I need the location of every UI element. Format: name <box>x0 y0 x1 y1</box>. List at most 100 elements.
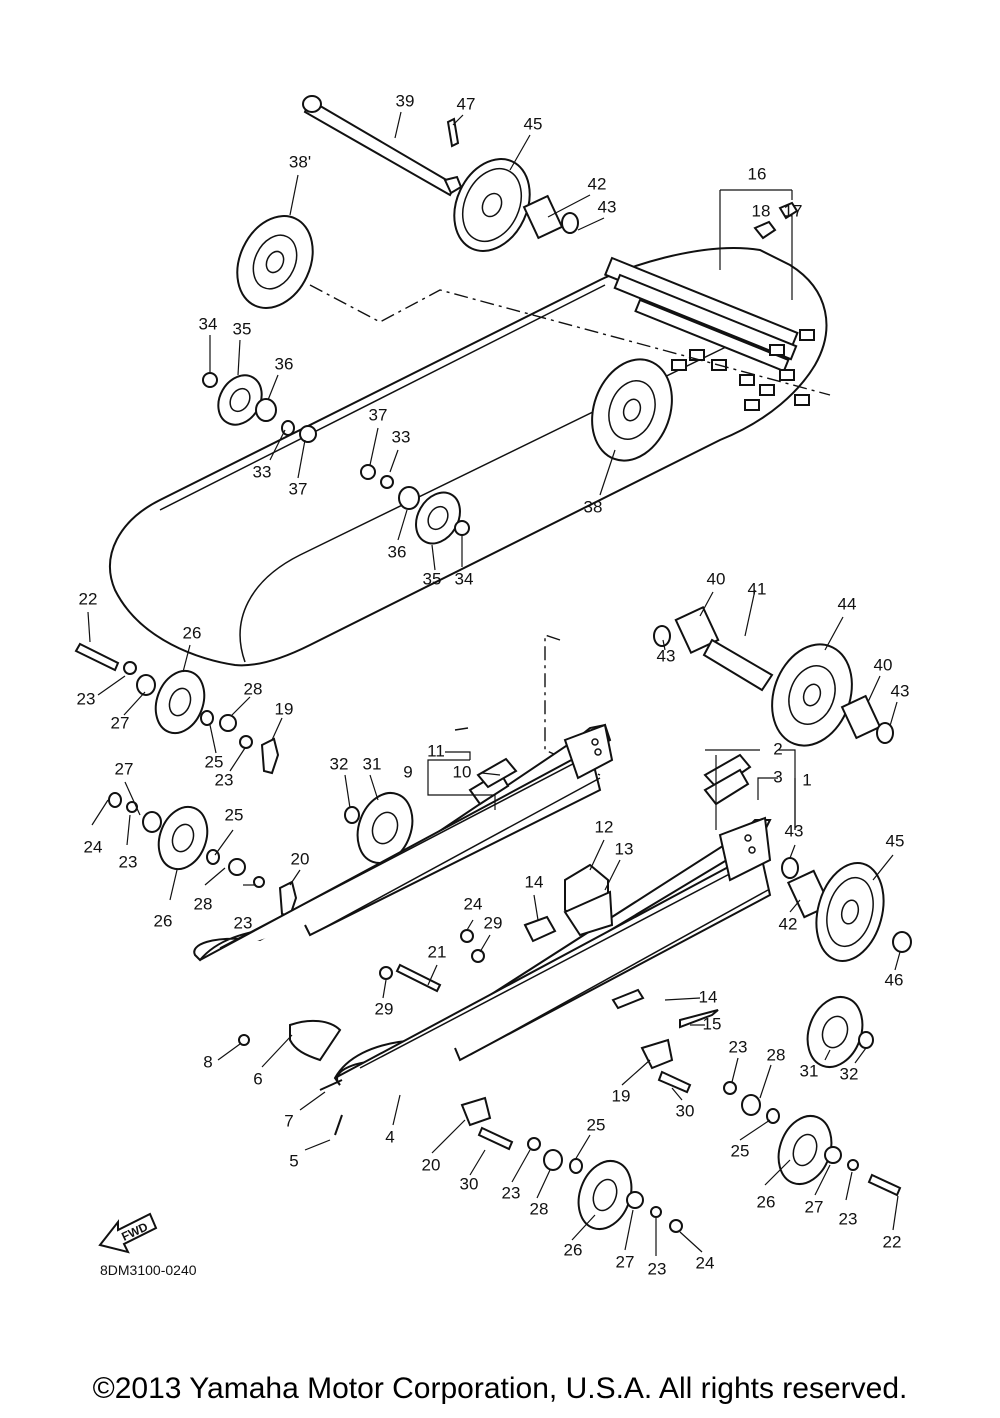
callout-label: 29 <box>375 999 394 1018</box>
callout-label: 25 <box>225 805 244 824</box>
callout-label: 14 <box>699 987 718 1006</box>
callout-label: 23 <box>215 770 234 789</box>
callout-label: 31 <box>363 754 382 773</box>
callout-label: 1 <box>802 770 811 789</box>
callout-label: 3 <box>773 767 782 786</box>
callout-label: 7 <box>284 1111 293 1130</box>
callout-label: 47 <box>457 94 476 113</box>
callout-label: 26 <box>183 623 202 642</box>
callout-label: 37 <box>289 479 308 498</box>
callout-label: 13 <box>615 839 634 858</box>
idler-wheel-38-upper <box>236 215 314 309</box>
callout-label: 27 <box>616 1252 635 1271</box>
callout-label: 26 <box>564 1240 583 1259</box>
callout-label: 32 <box>840 1064 859 1083</box>
callout-label: 42 <box>588 174 607 193</box>
front-wheels-left <box>74 642 298 918</box>
callout-label: 34 <box>199 314 218 333</box>
callout-label: 23 <box>234 913 253 932</box>
callout-label: 20 <box>422 1155 441 1174</box>
callout-label: 24 <box>464 894 483 913</box>
callout-label: 27 <box>111 713 130 732</box>
callout-label: 33 <box>253 462 272 481</box>
callout-label: 35 <box>423 569 442 588</box>
callout-label: 14 <box>525 872 544 891</box>
callout-label: 10 <box>453 762 472 781</box>
callout-label: 26 <box>154 911 173 930</box>
callout-label: 45 <box>524 114 543 133</box>
callout-label: 43 <box>657 646 676 665</box>
slide-rail-right <box>333 753 772 1086</box>
clip-16 <box>719 189 799 300</box>
callout-label: 40 <box>874 655 893 674</box>
bolts-middle <box>238 929 485 1136</box>
wheel-45-upper <box>453 158 531 252</box>
callout-label: 15 <box>703 1014 722 1033</box>
center-brackets <box>523 863 719 1029</box>
callout-label: 41 <box>748 579 767 598</box>
callout-label: 28 <box>194 894 213 913</box>
callout-label: 6 <box>253 1069 262 1088</box>
idler-wheel-38-center <box>591 358 673 462</box>
callout-label: 33 <box>392 427 411 446</box>
callout-label: 43 <box>891 681 910 700</box>
collar-42-upper <box>522 194 579 240</box>
callout-label: 28 <box>767 1045 786 1064</box>
leader-lines <box>87 111 901 1256</box>
slide-rail-left <box>193 723 614 962</box>
callout-label: 11 <box>427 741 445 760</box>
callout-label: 22 <box>79 589 98 608</box>
callout-label: 35 <box>233 319 252 338</box>
callout-label: 24 <box>696 1253 715 1272</box>
wheel-31-right <box>806 996 874 1068</box>
callout-label: 25 <box>205 752 224 771</box>
callout-label: 42 <box>779 914 798 933</box>
callout-label: 24 <box>84 837 103 856</box>
callout-label: 43 <box>598 197 617 216</box>
callout-label: 28 <box>530 1199 549 1218</box>
callout-label: 39 <box>396 91 415 110</box>
callout-label: 23 <box>77 689 96 708</box>
callout-label: 18 <box>752 201 771 220</box>
callout-label: 25 <box>587 1115 606 1134</box>
rear-wheel-45-lower <box>781 857 912 963</box>
callout-label: 26 <box>757 1192 776 1211</box>
callout-label: 37 <box>369 405 388 424</box>
callout-label: 16 <box>748 164 767 183</box>
callout-label: 44 <box>838 594 857 613</box>
bogie-wheel-35-lower <box>360 464 470 545</box>
bogie-wheel-35-upper <box>202 372 317 443</box>
callout-label: 23 <box>729 1037 748 1056</box>
callout-label: 23 <box>502 1183 521 1202</box>
callout-label: 19 <box>612 1086 631 1105</box>
callout-label: 28 <box>244 679 263 698</box>
callout-label: 38 <box>584 497 603 516</box>
callout-label: 43 <box>785 821 804 840</box>
callout-label: 45 <box>886 831 905 850</box>
callout-label: 40 <box>707 569 726 588</box>
rear-axle-assembly <box>653 606 894 747</box>
callout-label: 27 <box>115 759 134 778</box>
callout-label: 23 <box>119 852 138 871</box>
callout-label: 31 <box>800 1061 819 1080</box>
callout-label: 4 <box>385 1127 394 1146</box>
callout-label: 2 <box>773 739 782 758</box>
callout-label: 17 <box>784 201 803 220</box>
fwd-arrow-icon: FWD <box>98 1212 158 1254</box>
callout-label: 36 <box>388 542 407 561</box>
callout-label: 12 <box>595 817 614 836</box>
upper-shaft-assembly <box>302 95 463 197</box>
callout-label: 19 <box>275 699 294 718</box>
callout-label: 30 <box>676 1101 695 1120</box>
callout-numbers: 39 47 45 38' 42 43 16 18 17 34 35 36 33 … <box>77 91 910 1278</box>
callout-label: 34 <box>455 569 474 588</box>
callout-label: 38' <box>289 152 311 171</box>
callout-label: 5 <box>289 1151 298 1170</box>
callout-label: 27 <box>805 1197 824 1216</box>
callout-label: 46 <box>885 970 904 989</box>
callout-label: 22 <box>883 1232 902 1251</box>
callout-label: 23 <box>648 1259 667 1278</box>
callout-label: 30 <box>460 1174 479 1193</box>
callout-label: 21 <box>428 942 447 961</box>
